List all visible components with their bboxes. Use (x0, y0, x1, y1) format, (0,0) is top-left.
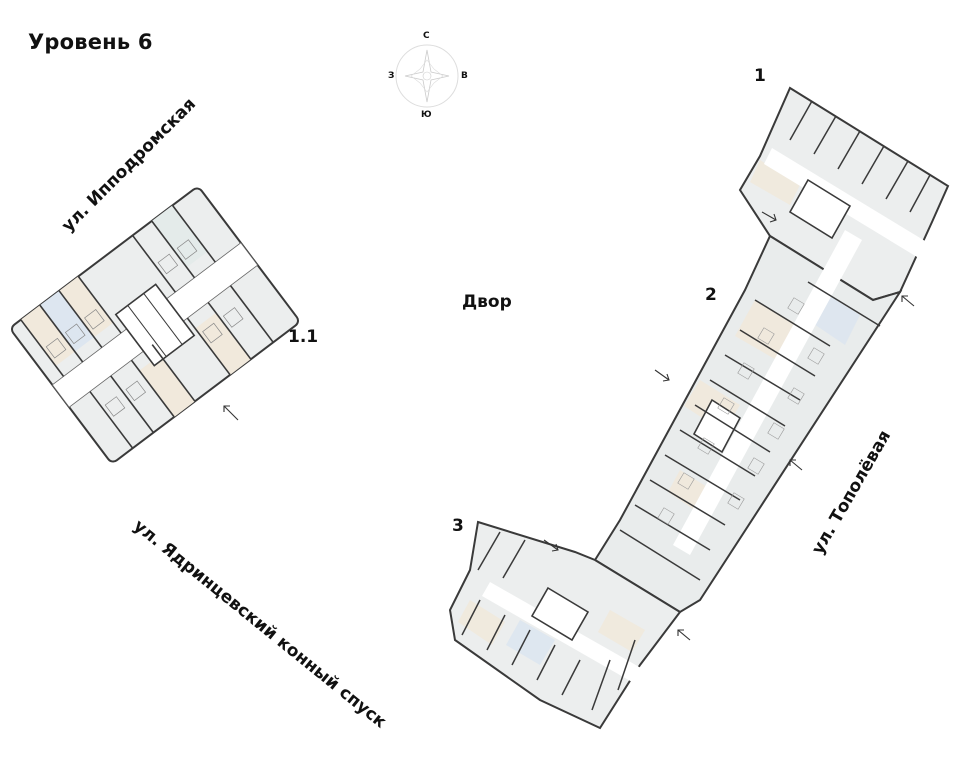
section-label-2: 2 (705, 285, 717, 305)
floor-level-title: Уровень 6 (28, 30, 153, 54)
entrance-arrow-icon (543, 539, 559, 552)
entrance-arrows (543, 211, 915, 641)
compass-south-label: Ю (421, 110, 432, 120)
section-label-3: 3 (452, 516, 464, 536)
entrance-arrow-icon (901, 295, 915, 307)
entrance-arrow-icon (654, 369, 670, 382)
entrance-arrow-icon (677, 629, 691, 641)
section-label-1: 1 (754, 66, 766, 86)
entrance-arrow-icon (761, 211, 777, 223)
building-sections-1-2-3[interactable] (448, 86, 950, 730)
section-label-1-1: 1.1 (288, 327, 319, 347)
compass-east-label: В (461, 71, 468, 81)
compass-west-label: З (388, 71, 395, 81)
yard-label: Двор (462, 292, 512, 312)
building-1-1[interactable] (10, 186, 301, 464)
compass-rose (395, 44, 459, 108)
compass-north-label: С (423, 31, 430, 41)
entrance-arrow-icon (789, 459, 803, 471)
entrance-arrow-icon (223, 405, 239, 421)
